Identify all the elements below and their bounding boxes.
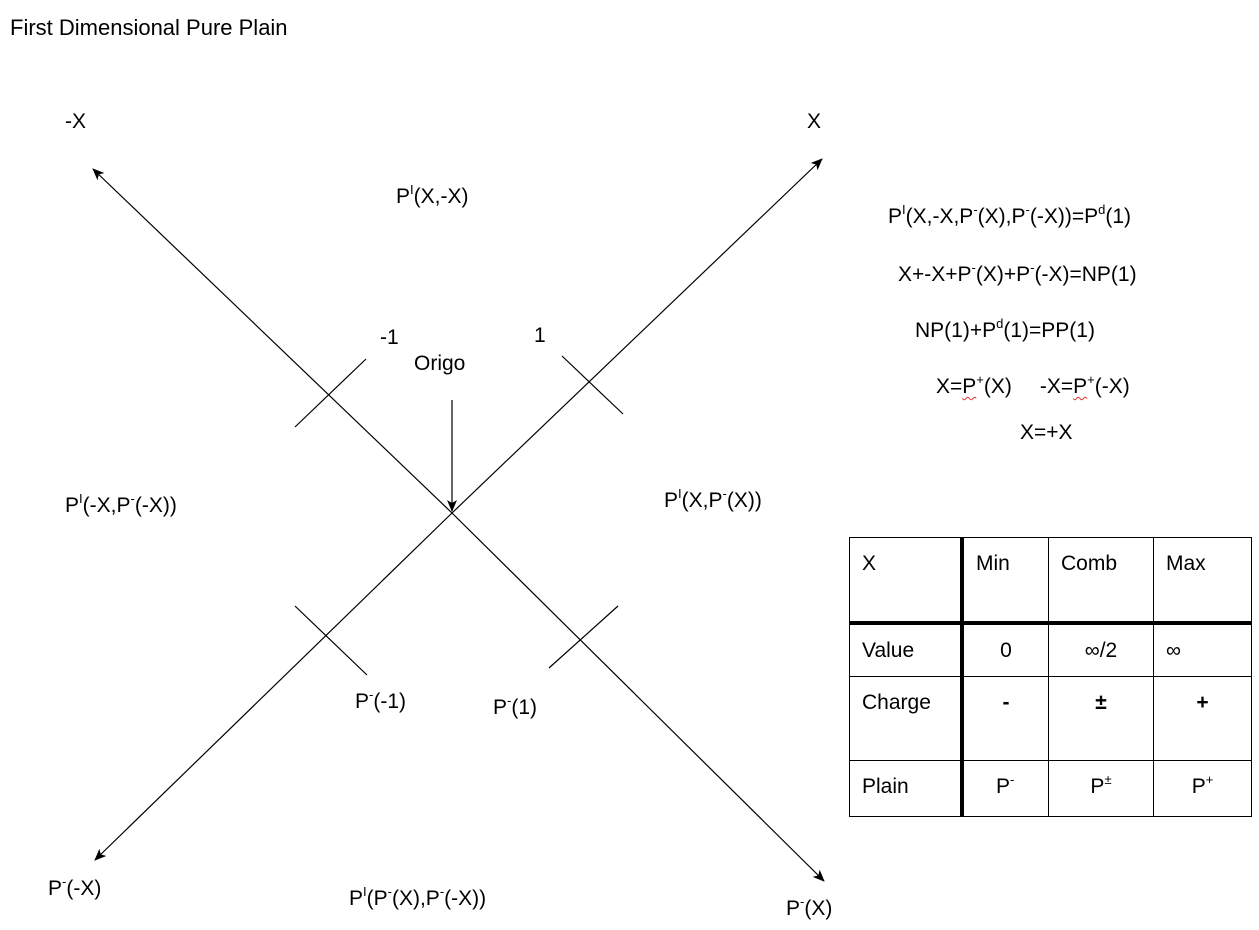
axis-label-p-neg-x: P-(X) xyxy=(786,894,833,920)
equation-4: X=P+(X)-X=P+(-X) xyxy=(936,372,1130,398)
quadrant-label-top: PI(X,-X) xyxy=(396,182,469,208)
table-cell: P+ xyxy=(1153,760,1252,817)
table-header-cell: X xyxy=(849,537,964,625)
axis-p-neg-x xyxy=(451,512,825,882)
tick-label-p-neg-one: P-(-1) xyxy=(355,687,407,713)
table-cell: P- xyxy=(961,760,1049,817)
table-row-label: Charge xyxy=(849,676,964,761)
equation-2: X+-X+P-(X)+P-(-X)=NP(1) xyxy=(898,260,1137,286)
tick-p-neg-one xyxy=(294,605,368,676)
axis-label-neg-x: -X xyxy=(65,110,86,133)
equation-5: X=+X xyxy=(1020,421,1073,444)
tick-label-p-one: P-(1) xyxy=(493,693,538,719)
table-row-label: Value xyxy=(849,622,964,677)
table-row: Charge - ± + xyxy=(849,676,1252,761)
table-row: Value 0 ∞/2 ∞ xyxy=(849,622,1252,677)
table-cell: 0 xyxy=(961,622,1049,677)
page-title: First Dimensional Pure Plain xyxy=(10,15,288,40)
table-header-cell: Comb xyxy=(1048,537,1154,625)
axis-p-neg-neg-x xyxy=(94,512,453,861)
table-row-label: Plain xyxy=(849,760,964,817)
plain-table: X Min Comb Max Value 0 ∞/2 ∞ Charge - ± … xyxy=(849,537,1252,817)
tick-one xyxy=(561,355,624,415)
table-header-cell: Max xyxy=(1153,537,1252,625)
table-cell: ± xyxy=(1048,676,1154,761)
table-cell: ∞ xyxy=(1153,622,1252,677)
table-cell: P± xyxy=(1048,760,1154,817)
axis-x-negative xyxy=(92,168,453,514)
quadrant-label-bottom: PI(P-(X),P-(-X)) xyxy=(349,884,487,910)
table-cell: ∞/2 xyxy=(1048,622,1154,677)
table-cell: - xyxy=(961,676,1049,761)
axis-label-p-neg-neg-x: P-(-X) xyxy=(48,874,102,900)
tick-p-one xyxy=(548,605,619,669)
tick-label-neg-one: -1 xyxy=(380,326,399,349)
axis-label-x: X xyxy=(807,110,822,133)
tick-label-one: 1 xyxy=(534,324,546,347)
quadrant-label-right: PI(X,P-(X)) xyxy=(664,486,762,512)
table-cell: + xyxy=(1153,676,1252,761)
quadrant-label-left: PI(-X,P-(-X)) xyxy=(65,491,177,517)
origin-label: Origo xyxy=(414,352,466,375)
tick-neg-one xyxy=(294,358,367,428)
equation-3: NP(1)+Pd(1)=PP(1) xyxy=(915,316,1095,342)
table-header-cell: Min xyxy=(961,537,1049,625)
equation-1: PI(X,-X,P-(X),P-(-X))=Pd(1) xyxy=(888,202,1132,228)
table-header-row: X Min Comb Max xyxy=(849,537,1252,625)
axis-x-positive xyxy=(451,158,823,514)
table-row: Plain P- P± P+ xyxy=(849,760,1252,817)
